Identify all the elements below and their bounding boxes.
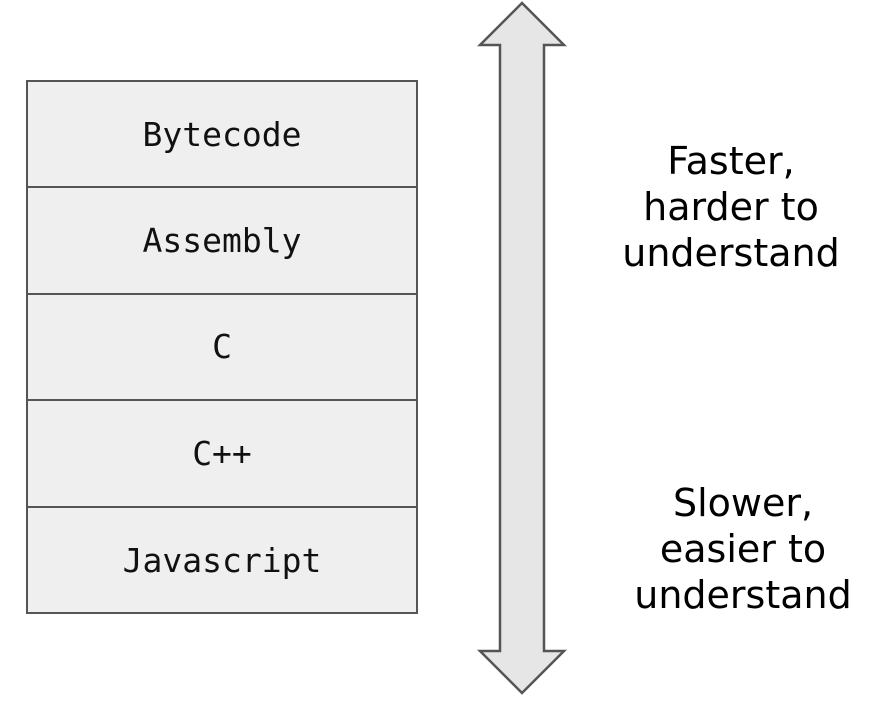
slower-note-line-2: easier to xyxy=(659,527,827,571)
faster-note-line-1: Faster, xyxy=(667,139,795,183)
slower-note-line-1: Slower, xyxy=(672,481,814,525)
faster-note-line-2: harder to xyxy=(643,185,819,229)
layer-bytecode: Bytecode xyxy=(28,82,416,189)
layer-cpp: C++ xyxy=(28,401,416,508)
language-stack: Bytecode Assembly C C++ Javascript xyxy=(26,80,418,614)
double-arrow-icon xyxy=(476,1,568,695)
layer-assembly: Assembly xyxy=(28,188,416,295)
layer-c: C xyxy=(28,295,416,402)
slower-note-line-3: understand xyxy=(634,573,852,617)
faster-note: Faster, harder to understand xyxy=(596,138,866,276)
faster-note-line-3: understand xyxy=(622,231,840,275)
double-arrow-shape xyxy=(476,1,568,695)
layer-javascript: Javascript xyxy=(122,541,322,581)
slower-note: Slower, easier to understand xyxy=(608,480,877,618)
